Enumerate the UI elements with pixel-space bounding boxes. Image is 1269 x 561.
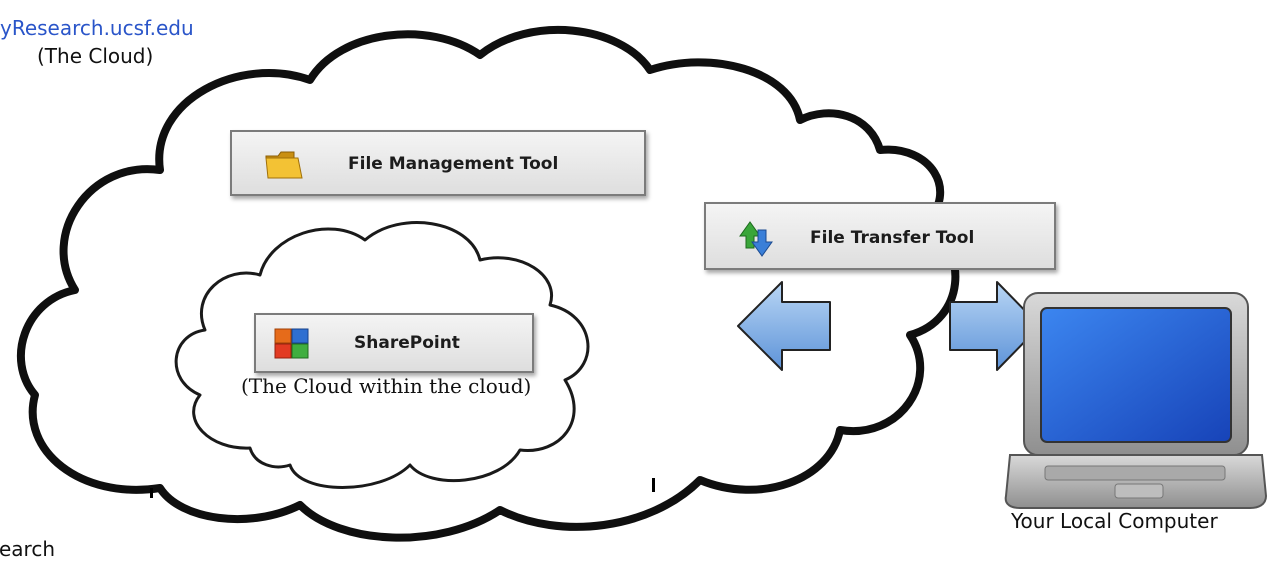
laptop-icon — [1004, 292, 1268, 509]
transfer-arrows-icon — [736, 220, 776, 263]
file-management-tool-label: File Management Tool — [348, 154, 559, 174]
sharepoint-logo-icon — [274, 328, 314, 365]
cloud-label: (The Cloud) — [37, 44, 154, 68]
site-url-label[interactable]: yResearch.ucsf.edu — [0, 16, 194, 40]
sharepoint-label: SharePoint — [354, 333, 460, 353]
inner-cloud-label: (The Cloud within the cloud) — [241, 374, 532, 398]
local-computer-label: Your Local Computer — [1011, 509, 1218, 533]
inner-cloud — [174, 221, 590, 489]
sharepoint-button[interactable]: SharePoint — [254, 313, 534, 373]
partial-bottom-label: earch — [0, 537, 56, 561]
mark-right — [652, 478, 655, 492]
left-arrow-icon — [737, 281, 831, 371]
mark-left — [150, 488, 153, 498]
folder-icon — [264, 150, 304, 185]
file-transfer-tool-label: File Transfer Tool — [810, 228, 975, 248]
outer-cloud — [16, 26, 960, 542]
right-arrow-icon — [949, 281, 1041, 371]
file-management-tool-button[interactable]: File Management Tool — [230, 130, 646, 196]
file-transfer-tool-button[interactable]: File Transfer Tool — [704, 202, 1056, 270]
